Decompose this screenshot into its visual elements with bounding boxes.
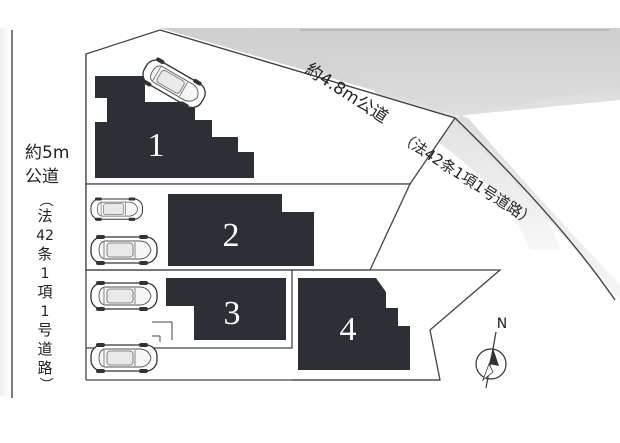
svg-text:）: ） bbox=[37, 377, 53, 391]
svg-text:項: 項 bbox=[37, 283, 52, 301]
car-icon bbox=[90, 280, 158, 312]
compass-north-label: N bbox=[497, 316, 507, 332]
building-4 bbox=[298, 278, 410, 370]
car-icon bbox=[90, 342, 158, 374]
lot-number-2: 2 bbox=[223, 217, 240, 254]
lot-3-outline bbox=[86, 269, 293, 349]
lot-number-3: 3 bbox=[224, 295, 241, 332]
building-3 bbox=[166, 278, 286, 340]
svg-text:道: 道 bbox=[37, 340, 52, 358]
svg-text:条: 条 bbox=[37, 245, 52, 263]
car-icon bbox=[90, 196, 143, 222]
building-2 bbox=[168, 194, 314, 266]
car-icon bbox=[90, 234, 158, 266]
svg-text:1: 1 bbox=[41, 304, 50, 320]
left-road-type: 公道 bbox=[25, 167, 59, 187]
left-road-note: （ 法 42 条 1 項 1 号 道 路 ） bbox=[36, 193, 54, 391]
svg-text:（: （ bbox=[37, 193, 53, 207]
svg-text:法: 法 bbox=[37, 207, 52, 225]
building-1 bbox=[95, 76, 254, 178]
left-road bbox=[0, 28, 10, 396]
lot-number-4: 4 bbox=[340, 311, 357, 348]
lot-number-1: 1 bbox=[148, 127, 165, 164]
svg-text:1: 1 bbox=[41, 266, 50, 282]
left-road-width: 約5m bbox=[25, 143, 69, 163]
compass-icon: N bbox=[475, 316, 507, 389]
svg-text:路: 路 bbox=[37, 359, 52, 377]
svg-text:号: 号 bbox=[37, 321, 52, 339]
svg-text:42: 42 bbox=[36, 228, 54, 244]
